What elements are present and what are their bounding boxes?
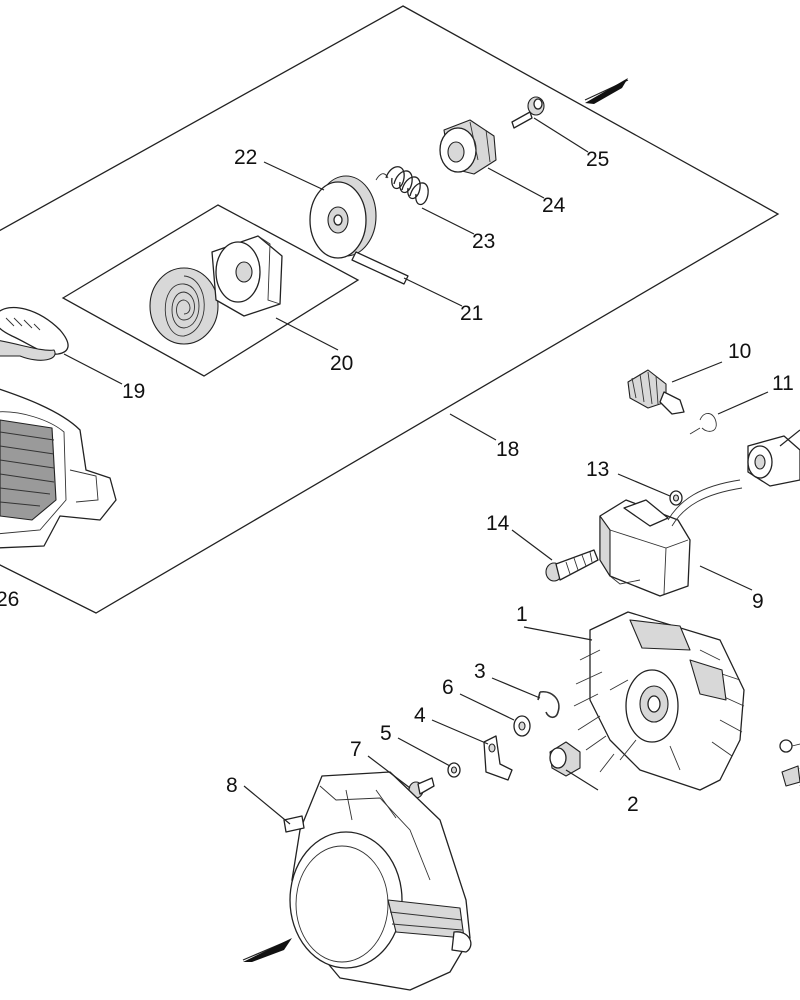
part-20-recoil-spring	[149, 235, 283, 345]
part-25-bolt	[511, 96, 545, 129]
part-6-washer	[513, 715, 531, 737]
callout-19: 19	[122, 380, 145, 403]
part-terminal-right-bottom	[781, 765, 800, 787]
callout-5: 5	[380, 722, 392, 745]
spark-plug-cap	[747, 435, 800, 487]
callout-7: 7	[350, 738, 362, 761]
part-terminal-right-top	[779, 739, 800, 753]
part-11-spring	[689, 413, 717, 435]
callout-8: 8	[226, 774, 238, 797]
leader-lines	[63, 117, 800, 825]
callout-3: 3	[474, 660, 486, 683]
direction-arrow-top	[584, 78, 629, 104]
callout-14: 14	[486, 512, 510, 535]
part-2-nut	[549, 741, 581, 777]
part-23-spring	[375, 166, 429, 206]
part-5-washer	[447, 762, 461, 778]
callout-21: 21	[460, 302, 483, 325]
part-22-pulley	[309, 175, 377, 259]
part-3-clip	[537, 690, 560, 719]
part-24-pulley-cap	[439, 119, 497, 175]
callout-20: 20	[330, 352, 353, 375]
part-14-bolt	[545, 549, 599, 582]
callout-24: 24	[542, 194, 566, 217]
callout-6: 6	[442, 676, 454, 699]
callout-1: 1	[516, 603, 528, 626]
direction-arrow-bottom	[242, 938, 292, 962]
part-1-flywheel	[573, 611, 745, 791]
callout-25: 25	[586, 148, 609, 171]
part-8-fan-cover	[283, 771, 472, 991]
part-19-starter-handle	[0, 306, 69, 361]
part-13-washer	[669, 490, 683, 506]
callout-18: 18	[496, 438, 519, 461]
assembly-box-20	[61, 204, 360, 377]
callout-10: 10	[728, 340, 751, 363]
callout-4: 4	[414, 704, 426, 727]
part-10-spark-plug	[627, 369, 685, 415]
callout-23: 23	[472, 230, 495, 253]
callout-2: 2	[627, 793, 639, 816]
callout-22: 22	[234, 146, 257, 169]
callout-13: 13	[586, 458, 609, 481]
part-21-rope	[351, 251, 409, 285]
callout-9: 9	[752, 590, 764, 613]
callout-11: 11	[772, 372, 794, 395]
assembly-box-18	[0, 5, 780, 614]
part-9-ignition-coil	[599, 479, 743, 597]
callout-26: 26	[0, 588, 19, 611]
part-4-bracket	[483, 735, 513, 781]
part-26-starter-housing	[0, 388, 117, 549]
